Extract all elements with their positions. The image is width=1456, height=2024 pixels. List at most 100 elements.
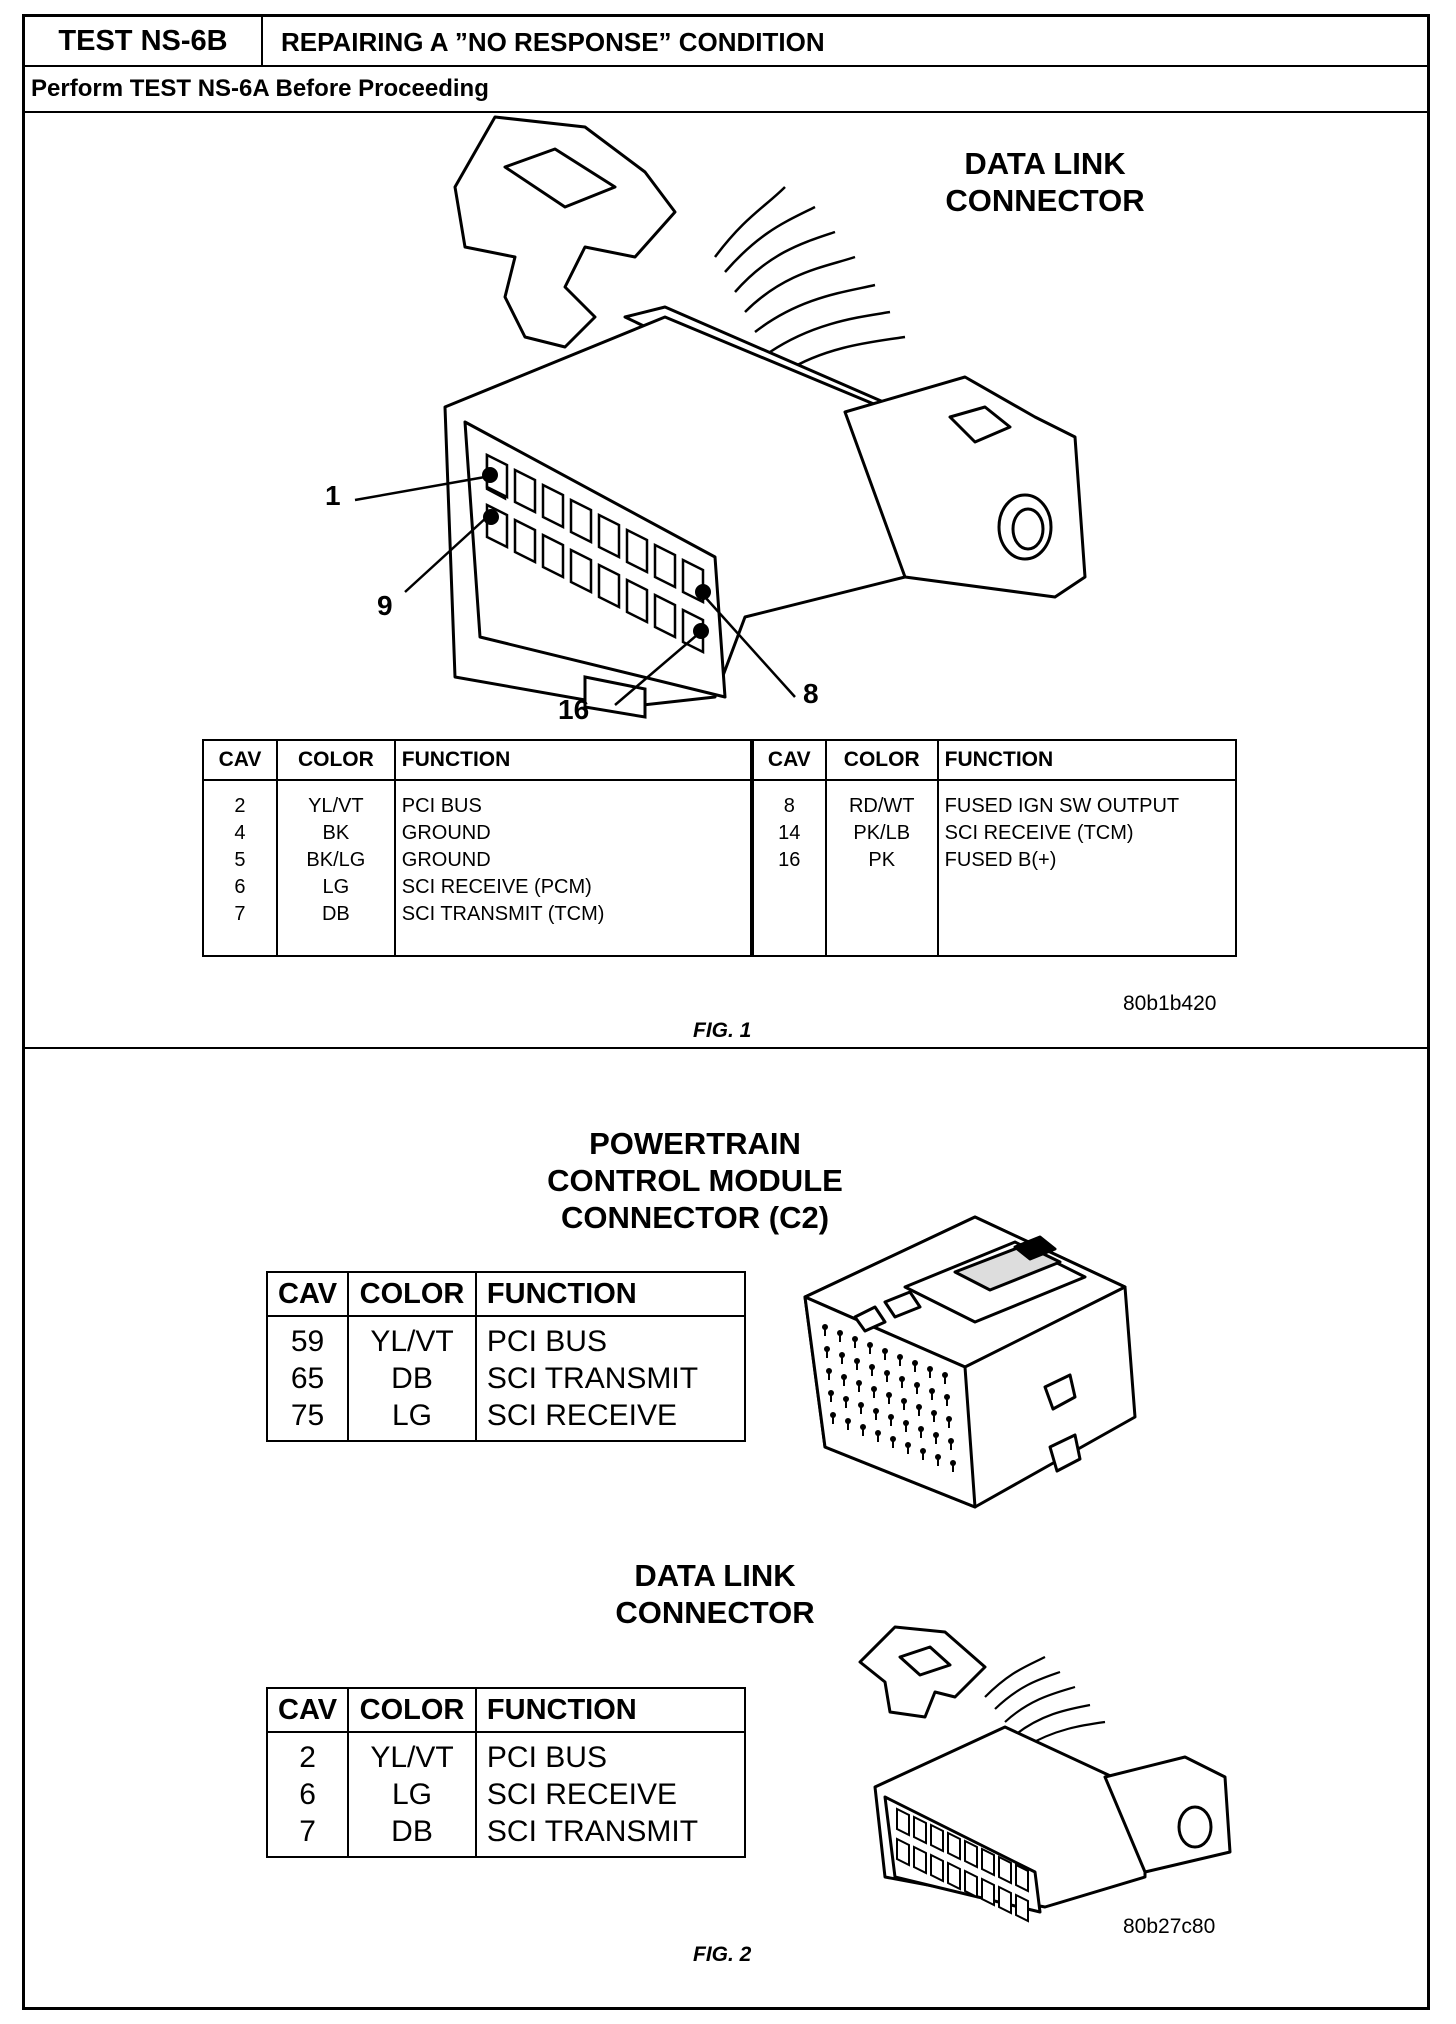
connector-cavity	[513, 467, 537, 515]
cell-color: PK/LB	[853, 822, 911, 844]
pcm-pin-stem	[903, 1401, 905, 1410]
pcm-pin-stem	[828, 1371, 830, 1380]
connector-cavity	[930, 1853, 944, 1883]
color-column: YL/VT DB LG	[347, 1315, 477, 1442]
cell-function: SCI TRANSMIT	[486, 1362, 699, 1395]
cell-color: DB	[321, 903, 350, 925]
table-row: 2 4 5 6 7 YL/VT BK BK/LG LG DB PCI BUS G…	[202, 780, 1238, 957]
connector-cavity	[913, 1815, 927, 1845]
header-function: FUNCTION	[474, 1687, 747, 1733]
pcm-pin-stem	[875, 1411, 877, 1420]
fig2-caption: FIG. 2	[693, 1943, 752, 1966]
pcm-pin-stem	[901, 1379, 903, 1388]
dlc-title-line-2: CONNECTOR	[615, 1595, 815, 1630]
connector-cavity	[981, 1877, 995, 1907]
pcm-pin-stem	[937, 1457, 939, 1466]
connector-cavity	[947, 1831, 961, 1861]
pcm-pin-stem	[929, 1369, 931, 1378]
pcm-pin-stem	[931, 1391, 933, 1400]
cav-column: 59 65 75	[265, 1315, 350, 1442]
pcm-pin-stem	[824, 1327, 826, 1336]
page-frame: TEST NS-6B REPAIRING A ”NO RESPONSE” CON…	[22, 14, 1430, 2010]
pcm-pin-stem	[873, 1389, 875, 1398]
pcm-pinout-table: CAV COLOR FUNCTION 59 65 75 YL/VT DB LG …	[265, 1271, 747, 1442]
dlc-pinout-table: CAV COLOR FUNCTION 2 6 7 YL/VT LG DB PCI…	[265, 1687, 747, 1858]
pcm-pin-stem	[832, 1415, 834, 1424]
connector-cavity	[981, 1847, 995, 1877]
pcm-pin-stem	[839, 1333, 841, 1342]
cell-function: GROUND	[401, 822, 491, 844]
connector-cavity	[913, 1845, 927, 1875]
callout-pin-8: 8	[803, 678, 819, 709]
table-header-row: CAV COLOR FUNCTION CAV COLOR FUNCTION	[202, 739, 1238, 781]
pcm-connector-illustration	[803, 1215, 1137, 1509]
cell-cav: 2	[299, 1741, 316, 1774]
fig1-title-line-2: CONNECTOR	[945, 183, 1145, 218]
pcm-pin-stem	[935, 1435, 937, 1444]
header-color: COLOR	[347, 1271, 477, 1317]
connector-cavity	[964, 1869, 978, 1899]
dlc-small-illustration	[858, 1625, 1232, 1923]
pcm-pin-stem	[933, 1413, 935, 1422]
pcm-pin-stem	[920, 1429, 922, 1438]
pcm-pin-stem	[841, 1355, 843, 1364]
pcm-pin-stem	[862, 1427, 864, 1436]
cell-color: BK/LG	[306, 849, 366, 871]
cell-color: DB	[391, 1815, 433, 1848]
header-function: FUNCTION	[474, 1271, 747, 1317]
connector-cavity	[597, 512, 621, 560]
cell-cav: 14	[778, 822, 801, 844]
table-header-row: CAV COLOR FUNCTION	[265, 1687, 747, 1733]
cell-function: SCI TRANSMIT (TCM)	[401, 903, 605, 925]
pcm-pin-stem	[845, 1399, 847, 1408]
cell-function: FUSED IGN SW OUTPUT	[944, 795, 1180, 817]
cell-function: GROUND	[401, 849, 491, 871]
cell-cav: 59	[290, 1325, 325, 1358]
pcm-pin-stem	[888, 1395, 890, 1404]
fig1-title-line-1: DATA LINK	[964, 146, 1126, 181]
pcm-pin-stem	[890, 1417, 892, 1426]
pcm-pin-stem	[856, 1361, 858, 1370]
connector-cavity	[569, 547, 593, 595]
pcm-pin-stem	[914, 1363, 916, 1372]
cell-function: PCI BUS	[486, 1741, 607, 1774]
connector-cavity	[947, 1861, 961, 1891]
callout-pin-9: 9	[377, 590, 393, 621]
cell-color: YL/VT	[370, 1325, 454, 1358]
cell-color: YL/VT	[370, 1741, 454, 1774]
pcm-pin-stem	[922, 1451, 924, 1460]
cell-function: PCI BUS	[486, 1325, 607, 1358]
cell-cav: 75	[290, 1399, 325, 1432]
cav-column: 2 6 7	[265, 1731, 350, 1858]
connector-cavity	[896, 1837, 910, 1867]
header-function: FUNCTION	[393, 739, 754, 781]
connector-cavity	[998, 1855, 1012, 1885]
data-link-connector-illustration	[354, 115, 1087, 719]
pcm-pin-stem	[826, 1349, 828, 1358]
pcm-pin-stem	[907, 1445, 909, 1454]
cell-function: SCI RECEIVE (TCM)	[944, 822, 1134, 844]
table-header-row: CAV COLOR FUNCTION	[265, 1271, 747, 1317]
color-column: YL/VT LG DB	[347, 1731, 477, 1858]
pcm-pin-stem	[950, 1441, 952, 1450]
pcm-pin-stem	[946, 1397, 948, 1406]
cell-function: SCI RECEIVE	[486, 1399, 677, 1432]
cell-cav: 4	[234, 822, 246, 844]
cell-cav: 5	[234, 849, 246, 871]
connector-cavity	[896, 1807, 910, 1837]
cell-function: SCI RECEIVE	[486, 1778, 677, 1811]
color-column-right: RD/WT PK/LB PK	[824, 780, 939, 957]
cell-cav: 16	[778, 849, 801, 871]
cell-color: LG	[391, 1399, 433, 1432]
function-column-left: PCI BUS GROUND GROUND SCI RECEIVE (PCM) …	[393, 780, 754, 957]
connector-cavity	[998, 1885, 1012, 1915]
section-divider	[25, 1047, 1427, 1049]
color-column-left: YL/VT BK BK/LG LG DB	[275, 780, 396, 957]
connector-cavity	[930, 1823, 944, 1853]
dlc-connector-title: DATA LINK CONNECTOR	[565, 1557, 865, 1631]
connector-cavity	[569, 497, 593, 545]
pcm-pin-stem	[871, 1367, 873, 1376]
cell-cav: 65	[290, 1362, 325, 1395]
cell-cav: 7	[234, 903, 246, 925]
header-cav: CAV	[202, 739, 278, 781]
